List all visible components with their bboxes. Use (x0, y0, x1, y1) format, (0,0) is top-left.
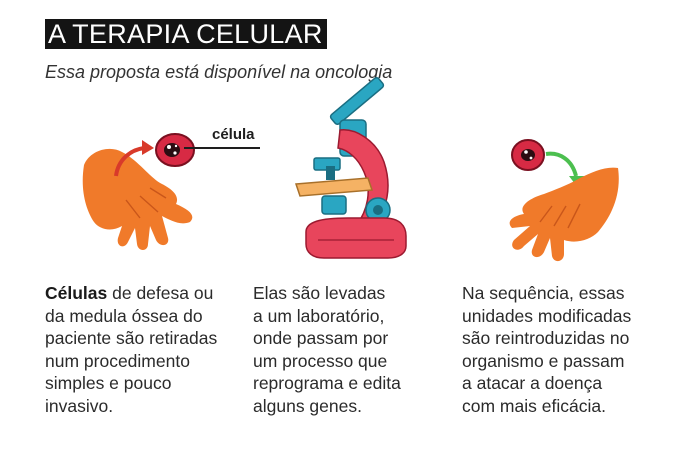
hand-icon-right (509, 167, 619, 262)
step-1-bold: Células (45, 283, 108, 303)
arrow-icon-up (114, 146, 145, 177)
step-2-text: Elas são levadas a um laboratório, onde … (253, 282, 401, 417)
step-2-line-3: onde passam por (253, 328, 389, 348)
step-3-line-5: a atacar a doença (462, 373, 603, 393)
step-2-line-5: reprograma e edita (253, 373, 401, 393)
cell-icon-left (155, 133, 195, 167)
step-1-line-6: invasivo. (45, 395, 114, 416)
step-3-text: Na sequência, essas unidades modificadas… (462, 282, 631, 417)
page-subtitle: Essa proposta está disponível na oncolog… (45, 62, 393, 82)
step-1-line-3: paciente são retiradas (45, 328, 218, 348)
step-1-line-1: Células de defesa ou (45, 283, 214, 303)
step-1-line-4: num procedimento (45, 350, 190, 371)
step-3-line-3: são reintroduzidas no (462, 328, 630, 348)
step-3-line-4: organismo e passam (462, 350, 625, 371)
step-1-line-2: da medula óssea do (45, 305, 203, 326)
arrow-icon-down (545, 151, 578, 177)
step-3-line-2: unidades modificadas (462, 305, 632, 326)
cell-icon-right (511, 139, 545, 171)
step-3-line-6: com mais eficácia. (462, 395, 606, 416)
step-2-line-6: alguns genes. (253, 395, 362, 416)
microscope-icon (294, 76, 407, 259)
cell-label: célula (212, 126, 255, 143)
page-title: A TERAPIA CELULAR (45, 19, 327, 49)
step-2-line-2: a um laboratório, (253, 305, 385, 326)
step-2-line-1: Elas são levadas (253, 283, 386, 303)
arrow-head-up (142, 140, 154, 155)
step-2-line-4: um processo que (253, 350, 388, 371)
step-1-text: Células de defesa ou da medula óssea do … (45, 282, 217, 417)
hand-icon-left (82, 148, 193, 250)
step-3-line-1: Na sequência, essas (462, 283, 625, 303)
step-1-line-5: simples e pouco (45, 373, 172, 393)
